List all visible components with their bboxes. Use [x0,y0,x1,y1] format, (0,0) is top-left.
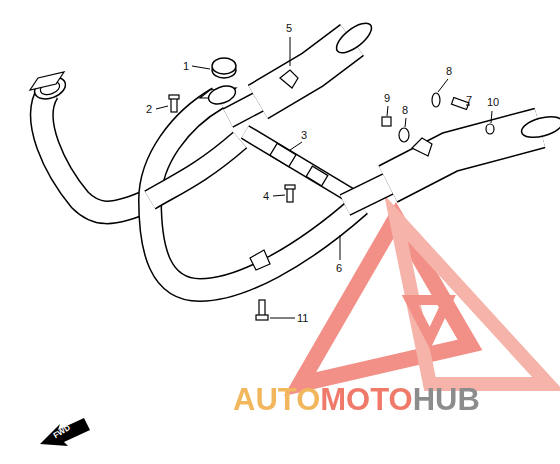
callout-number: 9 [384,93,390,104]
rear-exhaust-pipe [150,83,360,290]
watermark-logo [300,218,548,384]
fasteners [169,93,494,320]
callout-number: 7 [466,95,472,106]
lower-muffler [345,113,560,205]
callout-number: 6 [336,263,342,274]
callout-number: 3 [301,130,307,141]
leader-lines [156,37,492,318]
callout-number: 11 [297,313,308,324]
watermark-text: AUTOMOTOHUB [233,384,480,415]
callout-number: 1 [183,61,189,72]
upper-muffler [228,18,376,118]
callout-number: 5 [286,23,292,34]
balance-pipe [245,132,350,195]
front-exhaust-pipe [30,72,150,212]
callout-number: 2 [146,104,152,115]
callout-number: 8 [446,66,452,77]
gasket [212,58,236,78]
callout-number: 8 [402,105,408,116]
callout-number: 10 [487,97,499,108]
callout-number: 4 [263,191,269,202]
forward-arrow [40,418,90,446]
